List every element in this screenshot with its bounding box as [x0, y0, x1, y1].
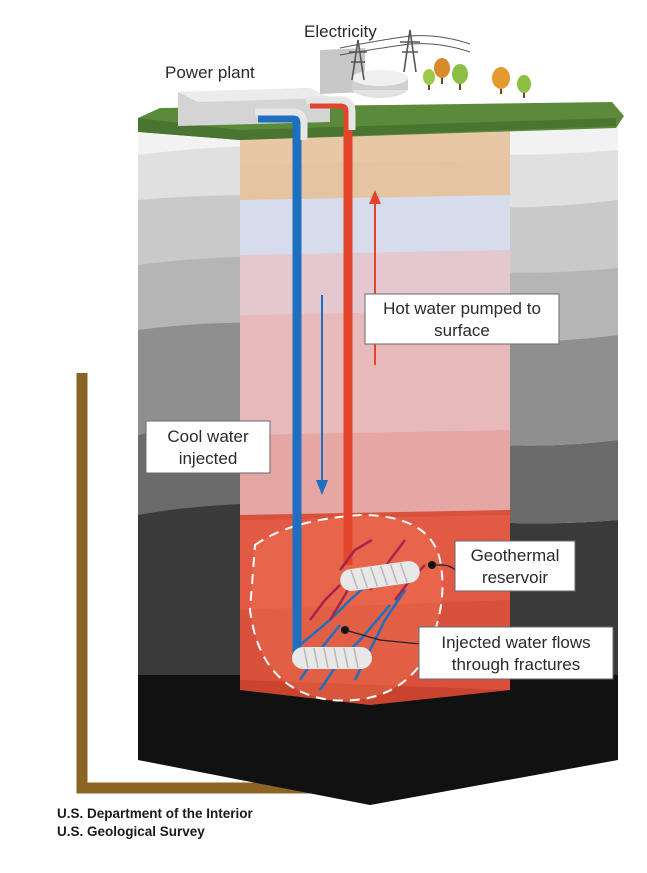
svg-text:through fractures: through fractures [452, 655, 581, 674]
cool-water-pipe [258, 113, 302, 655]
hot-well-packer [340, 560, 420, 592]
transmission-tower-icon [339, 29, 471, 81]
cool-water-callout: Cool water injected [145, 420, 271, 474]
svg-text:Geothermal: Geothermal [471, 546, 560, 565]
usgs-frame-line [76, 373, 350, 794]
credit-department: U.S. Department of the Interior [57, 806, 254, 821]
cool-well-packer [292, 647, 372, 669]
svg-text:Injected water flows: Injected water flows [441, 633, 590, 652]
electricity-label: Electricity [304, 22, 377, 41]
reservoir-callout: Geothermal reservoir [454, 540, 576, 592]
fractures-callout: Injected water flows through fractures [418, 626, 614, 680]
svg-text:injected: injected [179, 449, 238, 468]
hot-water-callout: Hot water pumped to surface [364, 293, 560, 345]
leader-lines [340, 560, 456, 646]
svg-text:reservoir: reservoir [482, 568, 548, 587]
svg-text:Hot water pumped to: Hot water pumped to [383, 299, 541, 318]
hot-water-pipe [310, 99, 353, 565]
cool-water-arrow [316, 295, 328, 495]
credit-survey: U.S. Geological Survey [57, 824, 205, 839]
tree-icons [423, 58, 531, 98]
svg-text:Cool water: Cool water [167, 427, 249, 446]
svg-text:surface: surface [434, 321, 490, 340]
power-plant-label: Power plant [165, 63, 255, 82]
